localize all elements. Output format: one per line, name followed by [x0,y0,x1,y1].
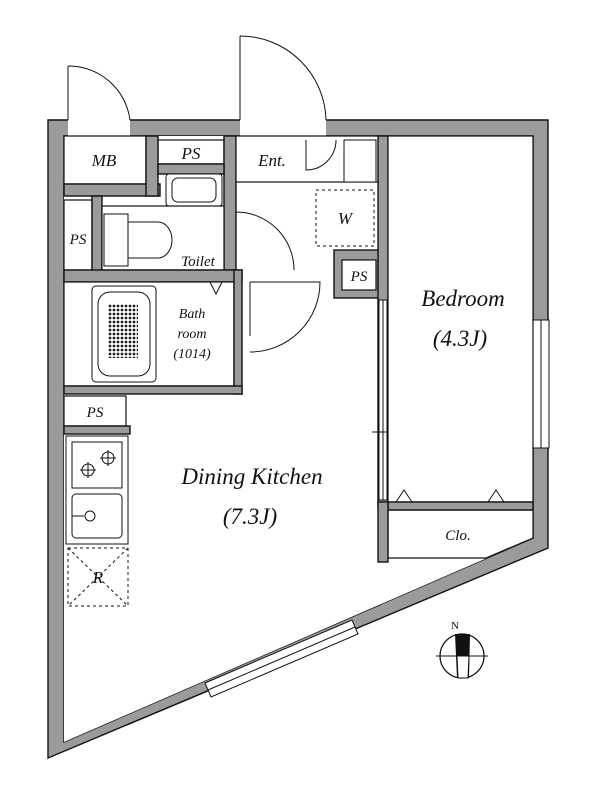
ps-mid-label: PS [350,269,368,285]
wall-bath-bottom [63,385,243,395]
wall-block-center [145,135,159,197]
shoe-door [305,139,337,171]
wall-block-ps-bottom [157,163,225,175]
mb-label: MB [91,151,117,170]
kitchen-window [204,619,359,698]
washer-space [315,189,375,247]
bedroom-name: Bedroom [421,286,504,311]
toilet-fixture [103,213,173,267]
bath-label-line2: room [177,327,206,342]
entrance-step [343,139,377,183]
bath-door [249,281,321,353]
compass-north-label: N [451,620,459,632]
wall-closet-top [387,501,534,511]
mb-room [63,135,147,185]
bath-label-line1: Bath [179,307,205,322]
wall-block-ps [223,135,237,271]
ps-top-label: PS [181,144,201,163]
ps-kitchen-label: PS [86,405,104,421]
washbasin-bowl [171,177,217,203]
closet-label: Clo. [445,528,470,544]
sink [71,493,123,539]
dining-kitchen-name: Dining Kitchen [180,464,322,489]
toilet-label: Toilet [181,254,215,270]
toilet-door [235,211,295,271]
compass [436,633,488,679]
wall-ps-left [91,195,103,275]
closet-door-marker-left [395,489,413,503]
wall-closet-left [377,501,389,563]
refrigerator-space [67,547,129,607]
refrigerator-label: R [92,568,104,587]
mb-door [67,65,131,121]
closet-door-marker-right [487,489,505,503]
bath-label-line3: (1014) [173,347,211,362]
mb-door-opening [68,119,130,137]
bedroom [387,135,534,503]
wall-block-mb [63,183,161,197]
bath-door-marker [209,281,223,296]
entrance-label: Ent. [257,151,286,170]
wall-bath-right [233,269,243,395]
wall-under-toilet [63,269,243,283]
ps-mid-room [341,259,377,291]
dining-kitchen-size: (7.3J) [223,504,277,529]
ps-kitchen-room [63,395,127,427]
ps-left-room [63,199,93,271]
ps-left-label: PS [69,232,87,248]
washer-label: W [338,209,354,228]
entrance-door [239,35,327,121]
bedroom-size: (4.3J) [433,326,487,351]
wall-ps-kitchen [63,425,131,435]
entrance-door-opening [240,119,326,137]
stove [71,441,123,489]
bath-drain-grid [108,304,138,358]
